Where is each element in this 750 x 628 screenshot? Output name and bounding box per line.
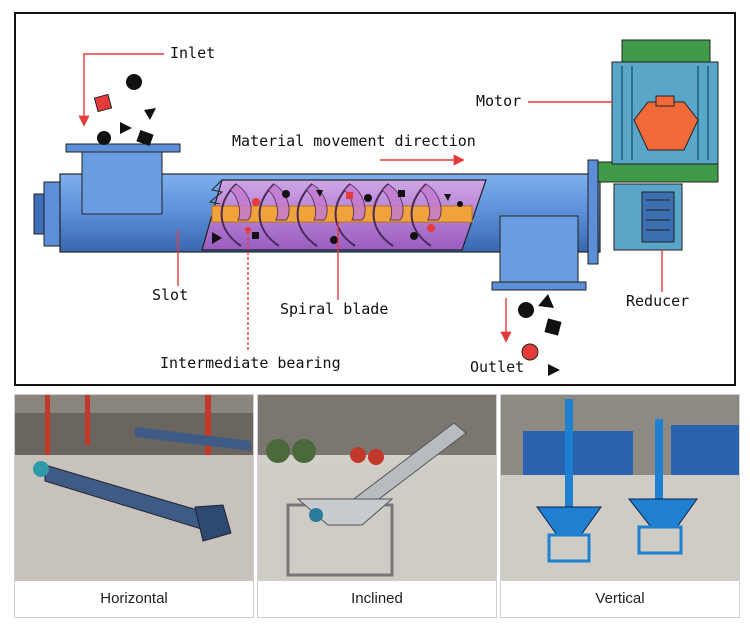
label-slot: Slot (152, 286, 189, 304)
caption-inclined: Inclined (351, 590, 403, 607)
diagram-drawing (33, 39, 719, 376)
horizontal-conveyor-image (15, 395, 253, 581)
label-reducer: Reducer (626, 292, 690, 310)
screw-conveyor-diagram: Inlet Motor Material movement direction … (14, 12, 736, 386)
motor-top (621, 39, 711, 63)
right-flange (587, 159, 599, 265)
caption-horizontal: Horizontal (100, 590, 168, 607)
end-cap (33, 193, 45, 235)
inlet-material (93, 74, 156, 147)
inlet-flange (65, 143, 181, 153)
outlet-material (518, 294, 562, 376)
inclined-conveyor-image (258, 395, 496, 581)
photo-vertical: Vertical (500, 394, 740, 618)
vertical-tube-right (655, 419, 663, 503)
caption-vertical: Vertical (595, 590, 645, 607)
vertical-tube-left (565, 399, 573, 509)
label-intermediate-bearing: Intermediate bearing (160, 354, 341, 372)
label-direction: Material movement direction (232, 132, 476, 150)
outlet-flange (491, 281, 587, 291)
motor-base (597, 161, 719, 183)
motor-octagon (633, 101, 699, 151)
vertical-conveyor-image (501, 395, 739, 581)
label-inlet: Inlet (170, 44, 216, 62)
label-motor: Motor (476, 92, 522, 110)
photo-inclined: Inclined (257, 394, 497, 618)
end-flange (43, 181, 61, 247)
outlet-box (499, 215, 579, 283)
label-outlet: Outlet (470, 358, 525, 376)
inlet-box (81, 151, 163, 215)
inlet-leader (78, 53, 164, 127)
photo-horizontal: Horizontal (14, 394, 254, 618)
label-spiral-blade: Spiral blade (280, 300, 389, 318)
